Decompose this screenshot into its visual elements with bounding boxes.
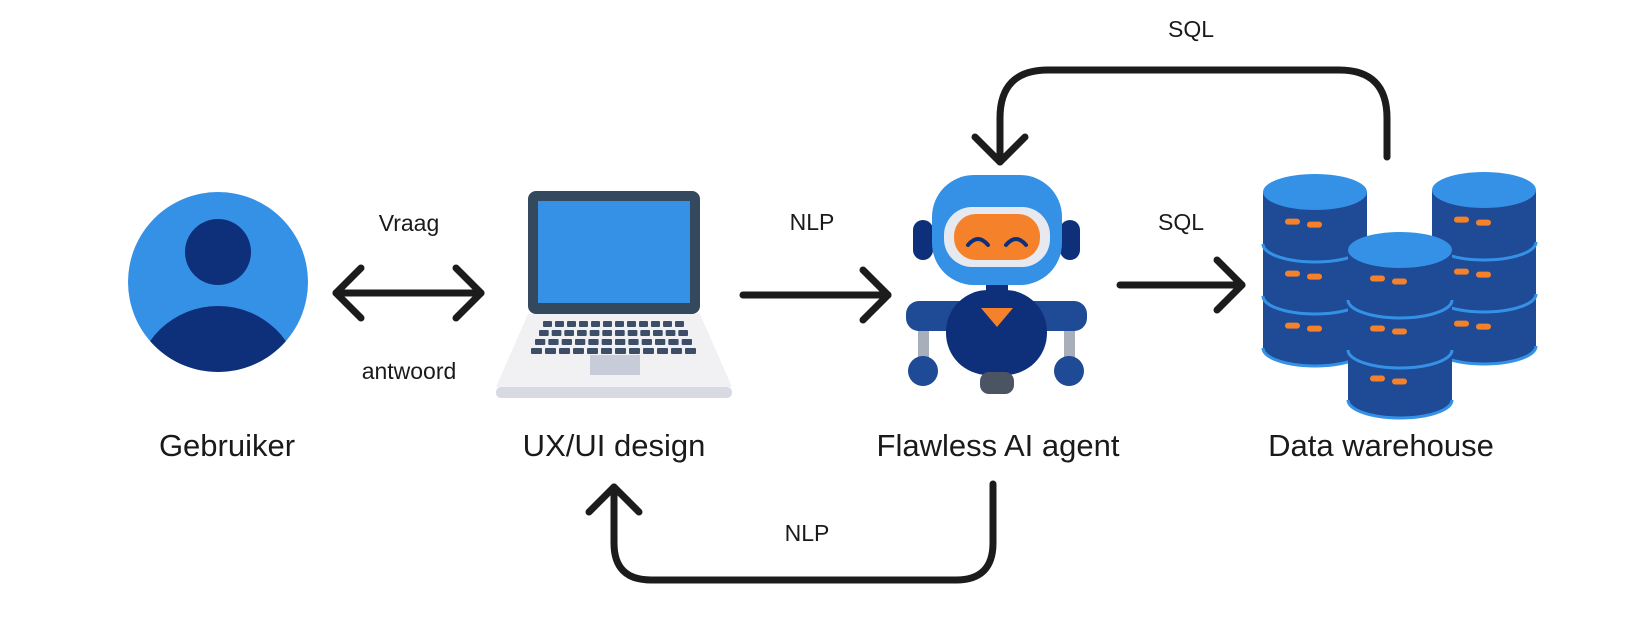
sql-loop-arrow bbox=[971, 66, 1391, 166]
laptop-icon bbox=[496, 191, 732, 398]
user-avatar-icon bbox=[128, 192, 308, 372]
user-node-label: Gebruiker bbox=[158, 428, 296, 463]
nlp-to-agent-label: NLP bbox=[789, 209, 835, 235]
sql-loop-label: SQL bbox=[1167, 16, 1215, 42]
sql-to-warehouse-label: SQL bbox=[1157, 209, 1205, 235]
sql-to-warehouse-arrow bbox=[1116, 256, 1246, 314]
agent-node-label: Flawless AI agent bbox=[876, 428, 1120, 463]
ui-node-label: UX/UI design bbox=[522, 428, 706, 463]
database-cylinder-icon bbox=[1346, 232, 1454, 420]
robot-icon bbox=[906, 175, 1087, 394]
nlp-return-arrow bbox=[585, 480, 997, 584]
question-answer-arrow bbox=[332, 264, 485, 322]
answer-label: antwoord bbox=[361, 358, 457, 384]
nlp-to-agent-arrow bbox=[739, 266, 892, 324]
nlp-return-label: NLP bbox=[784, 520, 830, 546]
question-label: Vraag bbox=[378, 210, 440, 236]
warehouse-node-label: Data warehouse bbox=[1268, 428, 1494, 463]
database-stack-icon bbox=[1261, 172, 1538, 420]
